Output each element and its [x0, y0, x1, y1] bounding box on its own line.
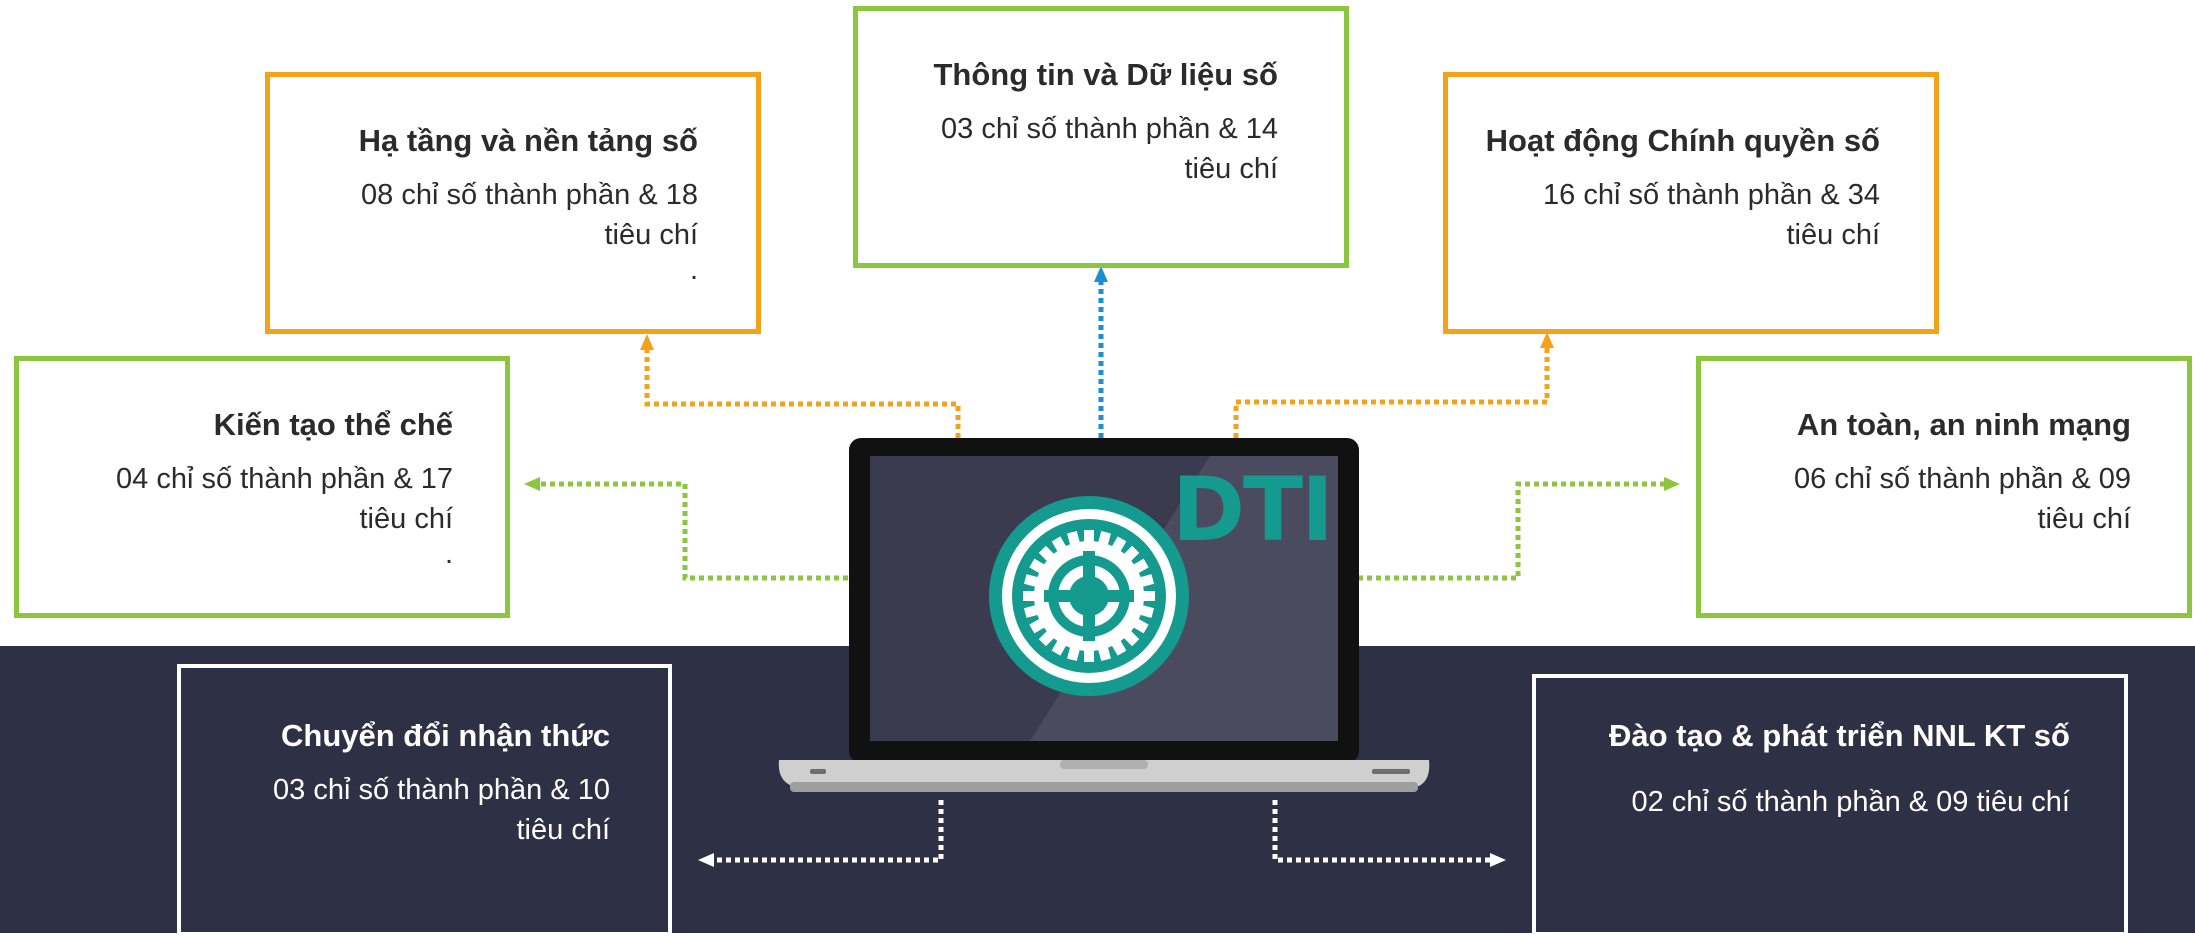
box-description-line2: tiêu chí [1786, 219, 1881, 251]
arrowhead-hoat-dong [1540, 332, 1554, 348]
box-description-line2: tiêu chí [604, 219, 699, 251]
box-title: Hạ tầng và nền tảng số [358, 123, 698, 158]
box-description-line1: 04 chỉ số thành phần & 17 [116, 463, 453, 495]
connector-an-toan [1358, 481, 1666, 581]
box-description-line2: tiêu chí [359, 503, 454, 535]
box-ha-tang-nen-tang-so: Hạ tầng và nền tảng số 08 chỉ số thành p… [265, 72, 761, 334]
arrowhead-thong-tin [1094, 266, 1108, 282]
box-description-line1: 03 chỉ số thành phần & 10 [273, 774, 610, 806]
box-title: Chuyển đổi nhận thức [281, 718, 610, 753]
box-description-line2: tiêu chí [516, 814, 611, 846]
gear-icon [989, 496, 1189, 696]
laptop-base [778, 760, 1430, 786]
box-an-toan-an-ninh-mang: An toàn, an ninh mạng 06 chỉ số thành ph… [1696, 356, 2192, 618]
gear-tooth [1023, 591, 1037, 601]
box-trailing-dot: . [689, 254, 698, 286]
box-title: An toàn, an ninh mạng [1796, 407, 2131, 442]
box-description-line2: tiêu chí [2037, 503, 2132, 535]
box-description-line2: tiêu chí [1184, 153, 1279, 185]
connector-hoat-dong [1233, 344, 1550, 438]
box-description-line1: 16 chỉ số thành phần & 34 [1543, 179, 1880, 211]
gear-tooth [1084, 648, 1094, 662]
gear-tooth [1141, 591, 1155, 601]
arrowhead-an-toan [1664, 477, 1680, 491]
arrowhead-ha-tang [640, 334, 654, 350]
laptop-light-right [1372, 769, 1410, 774]
connector-kien-tao [538, 481, 848, 581]
box-kien-tao-the-che: Kiến tạo thể chế 04 chỉ số thành phần & … [14, 356, 510, 618]
box-thong-tin-du-lieu-so: Thông tin và Dữ liệu số 03 chỉ số thành … [853, 6, 1349, 268]
box-dao-tao-phat-trien-nnl: Đào tạo & phát triển NNL KT số 02 chỉ số… [1532, 674, 2128, 936]
connector-dao-tao [1272, 800, 1492, 863]
box-trailing-dot: . [444, 538, 453, 570]
box-description-line1: 08 chỉ số thành phần & 18 [361, 179, 698, 211]
connector-ha-tang [644, 344, 961, 438]
box-title: Đào tạo & phát triển NNL KT số [1608, 718, 2070, 753]
box-title: Kiến tạo thể chế [213, 407, 453, 442]
laptop-base-shadow [790, 782, 1418, 792]
arrowhead-kien-tao [524, 477, 540, 491]
dti-label: DTI [1172, 458, 1334, 561]
box-description-line1: 06 chỉ số thành phần & 09 [1794, 463, 2131, 495]
box-chuyen-doi-nhan-thuc: Chuyển đổi nhận thức 03 chỉ số thành phầ… [177, 664, 672, 936]
box-description-line1: 03 chỉ số thành phần & 14 [941, 113, 1278, 145]
arrowhead-chuyen-doi [698, 853, 714, 867]
laptop-light-left [810, 769, 826, 774]
box-title: Hoạt động Chính quyền số [1485, 123, 1880, 158]
laptop-notch [1060, 760, 1148, 769]
box-description-line1: 02 chỉ số thành phần & 09 tiêu chí [1631, 786, 2070, 818]
arrowhead-dao-tao [1490, 853, 1506, 867]
connector-chuyen-doi [712, 800, 944, 863]
gear-tooth [1084, 530, 1094, 544]
box-title: Thông tin và Dữ liệu số [933, 57, 1278, 92]
box-hoat-dong-chinh-quyen-so: Hoạt động Chính quyền số 16 chỉ số thành… [1443, 72, 1939, 334]
